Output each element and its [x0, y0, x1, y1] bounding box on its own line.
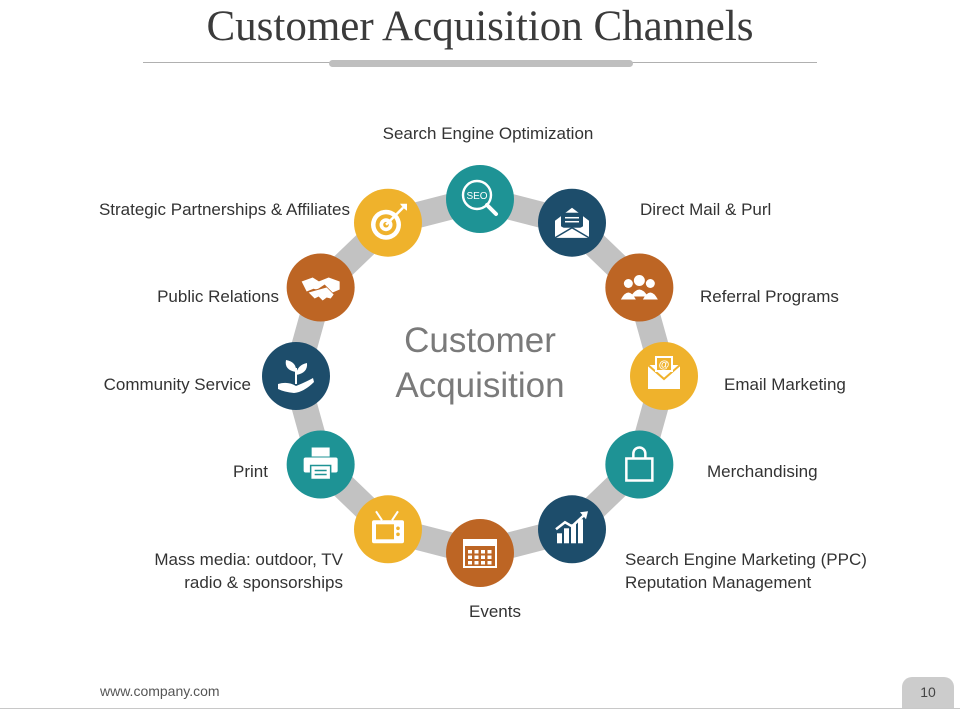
title-accent-bar — [329, 60, 633, 67]
label-print: Print — [233, 462, 268, 481]
channel-node — [286, 253, 355, 322]
channel-node — [262, 342, 330, 410]
label-strategic-partnerships: Strategic Partnerships & Affiliates — [98, 200, 350, 219]
footer-url[interactable]: www.company.com — [100, 683, 220, 699]
center-label: Customer Acquisition — [395, 321, 565, 405]
channel-node — [354, 188, 422, 257]
target-icon — [371, 203, 407, 240]
svg-text:@: @ — [659, 359, 670, 371]
channel-node: @ — [630, 342, 698, 410]
handshake-icon — [301, 277, 340, 301]
channel-node — [286, 430, 355, 499]
printer-icon — [303, 447, 338, 481]
svg-text:SEO: SEO — [466, 191, 487, 202]
label-merchandising: Merchandising — [707, 462, 818, 481]
open-envelope-icon — [554, 207, 590, 239]
seo-magnifier-icon: SEO — [461, 179, 498, 216]
channel-node — [605, 430, 674, 499]
email-icon: @ — [647, 356, 681, 389]
label-direct-mail: Direct Mail & Purl — [640, 200, 772, 219]
channel-circle — [286, 253, 355, 322]
channel-node: SEO — [446, 165, 514, 233]
page-number: 10 — [902, 677, 954, 708]
label-search-engine-optimization: Search Engine Optimization — [382, 124, 594, 143]
channel-node — [354, 495, 422, 564]
channel-node — [446, 519, 514, 587]
label-referral-programs: Referral Programs — [700, 287, 839, 306]
label-community-service: Community Service — [103, 375, 251, 394]
channel-circle — [446, 519, 514, 587]
label-events: Events — [469, 602, 521, 621]
growth-chart-icon — [555, 511, 588, 544]
channel-circle — [605, 430, 674, 499]
channel-circle — [446, 165, 514, 233]
television-icon — [372, 510, 404, 544]
slide-title: Customer Acquisition Channels — [206, 3, 754, 50]
label-email-marketing: Email Marketing — [724, 375, 846, 394]
label-public-relations: Public Relations — [157, 287, 279, 306]
cycle-nodes: SEO @ — [262, 165, 698, 587]
people-group-icon — [620, 275, 658, 300]
channel-circle — [605, 253, 674, 322]
label-search-engine-marketing: Search Engine Marketing (PPC)Reputation … — [625, 550, 867, 592]
channel-node — [605, 253, 674, 322]
footer-rule — [0, 708, 960, 709]
calendar-icon — [463, 539, 497, 568]
shopping-bag-icon — [625, 446, 654, 482]
hand-plant-icon — [278, 360, 314, 393]
channel-node — [538, 495, 606, 564]
channel-node — [538, 188, 606, 257]
